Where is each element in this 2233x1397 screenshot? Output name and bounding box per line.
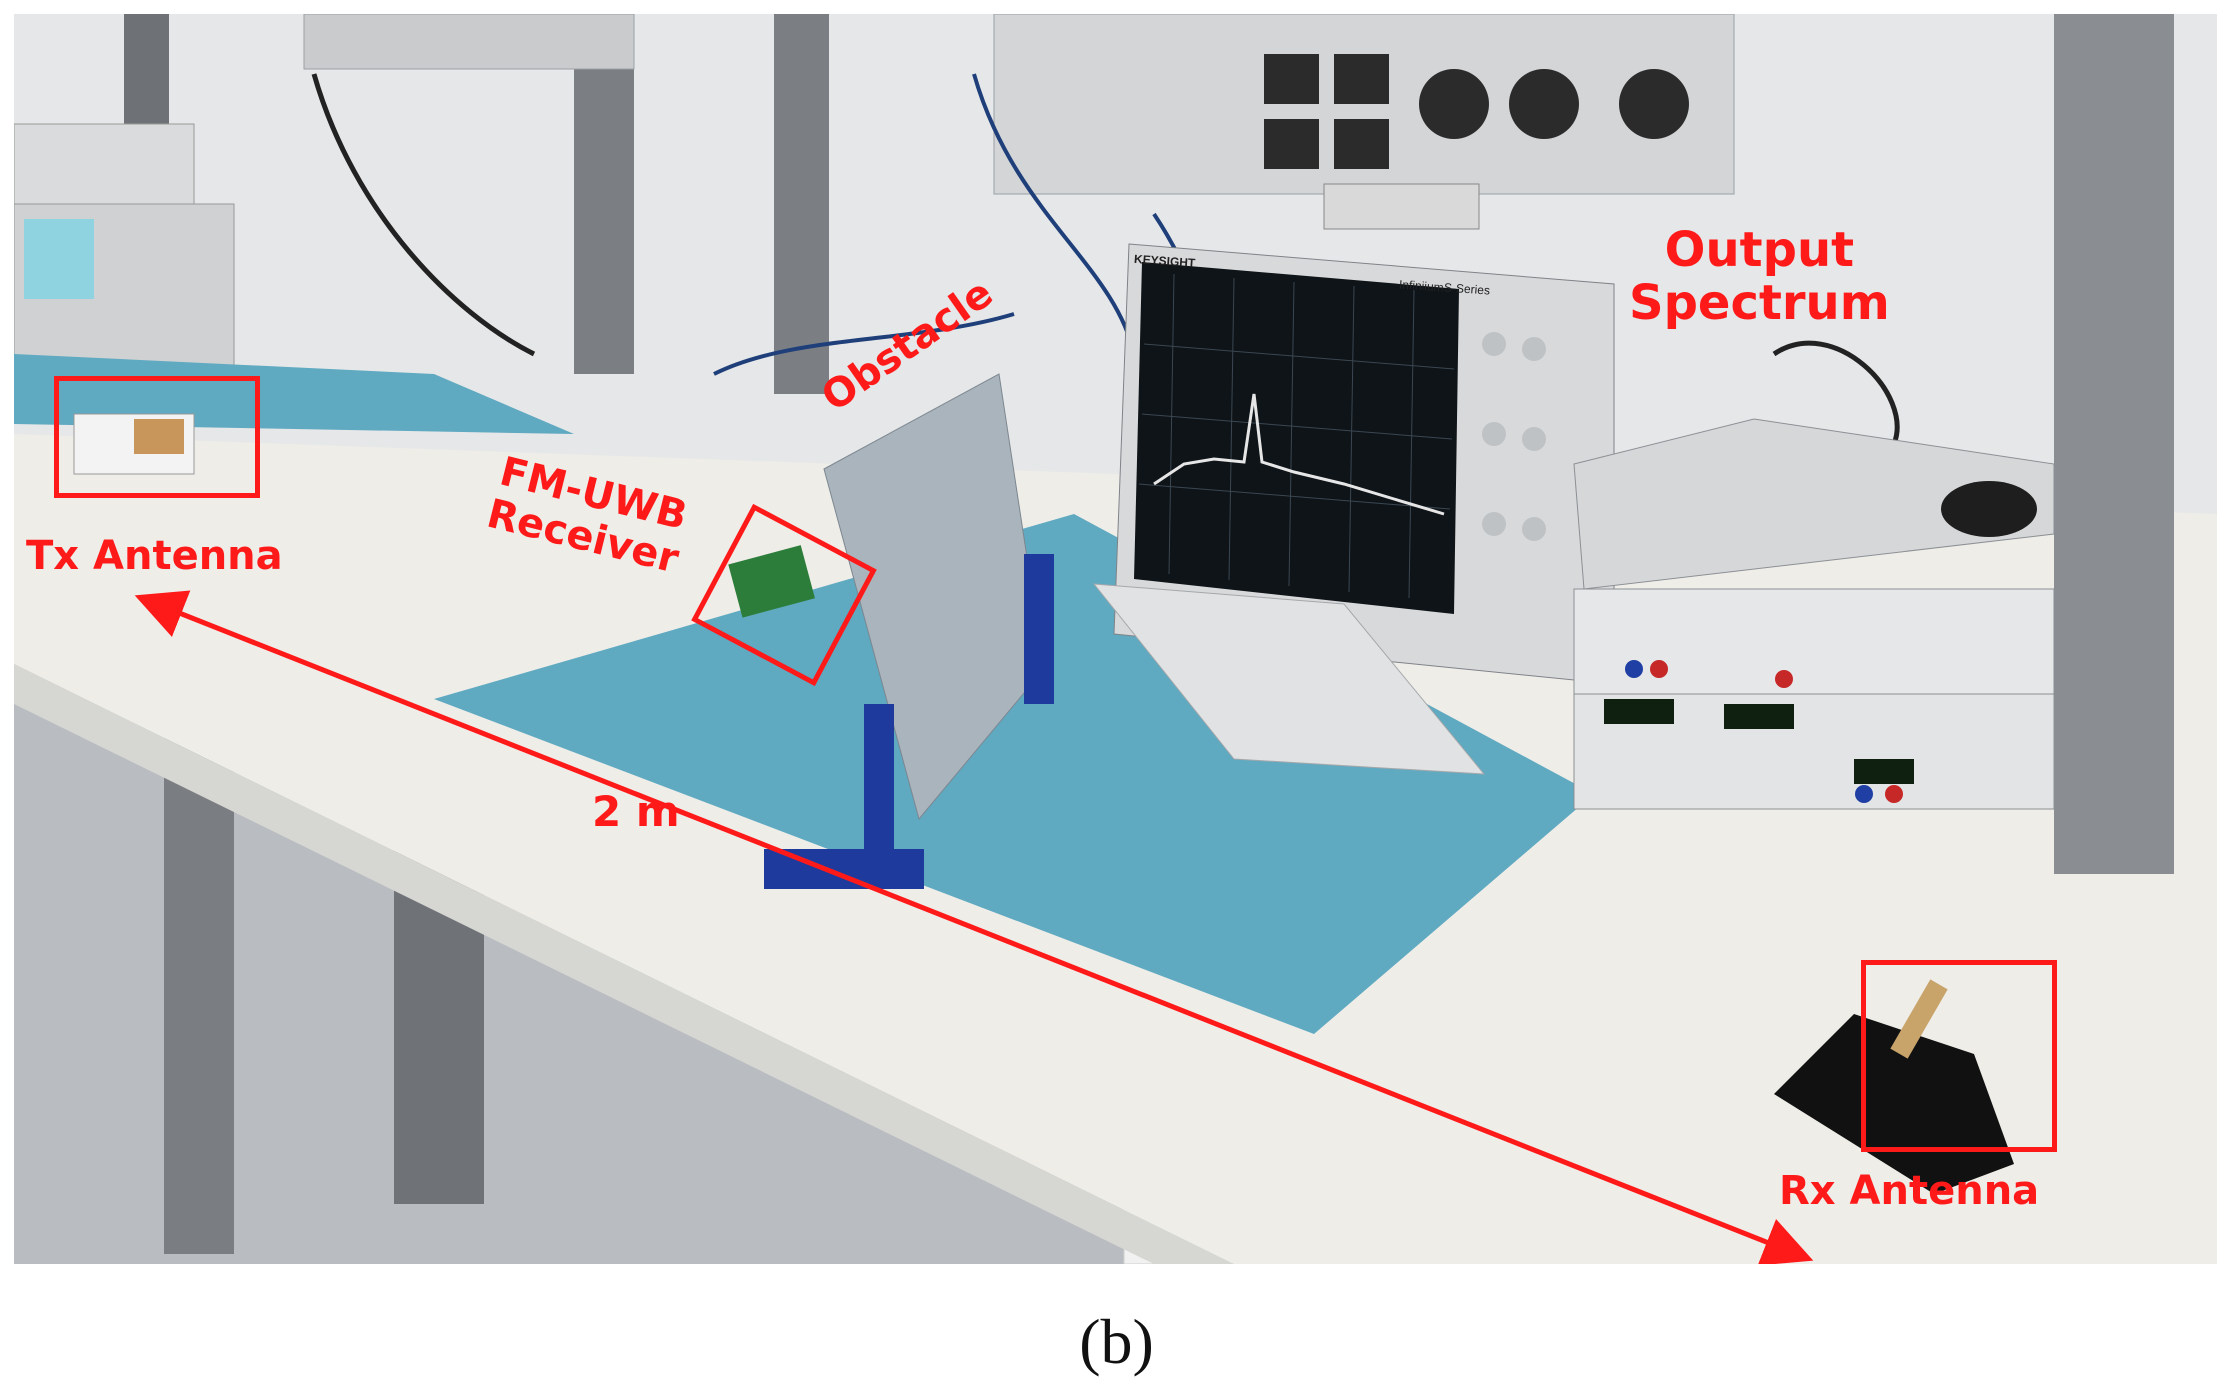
wall-upright-2 [574,14,634,374]
left-instrument-top [14,123,195,205]
rx-antenna-label: Rx Antenna [1779,1168,2040,1214]
mouse [1941,481,2037,537]
power-strip-left [303,14,635,70]
tx-antenna-label: Tx Antenna [26,533,283,579]
tx-antenna-box [54,376,260,498]
output-spectrum-line2: Spectrum [1629,274,1890,331]
left-instrument-screen [24,219,94,299]
scope-line: Infiniium [1398,277,1445,295]
distance-label: 2 m [592,787,680,836]
wall-upright-right [2054,14,2174,874]
lab-setup-photo: Tx Antenna Rx Antenna 2 m Obstacle FM-UW… [14,14,2217,1264]
output-spectrum-line1: Output [1664,222,1855,278]
distance-arrow [134,590,1814,1264]
wall-upright-3 [774,14,829,394]
rx-antenna-box [1861,960,2057,1152]
figure-caption: (b) [1079,1306,1154,1377]
oscilloscope [1113,183,1615,685]
output-spectrum-label: Output Spectrum [1629,224,1890,330]
